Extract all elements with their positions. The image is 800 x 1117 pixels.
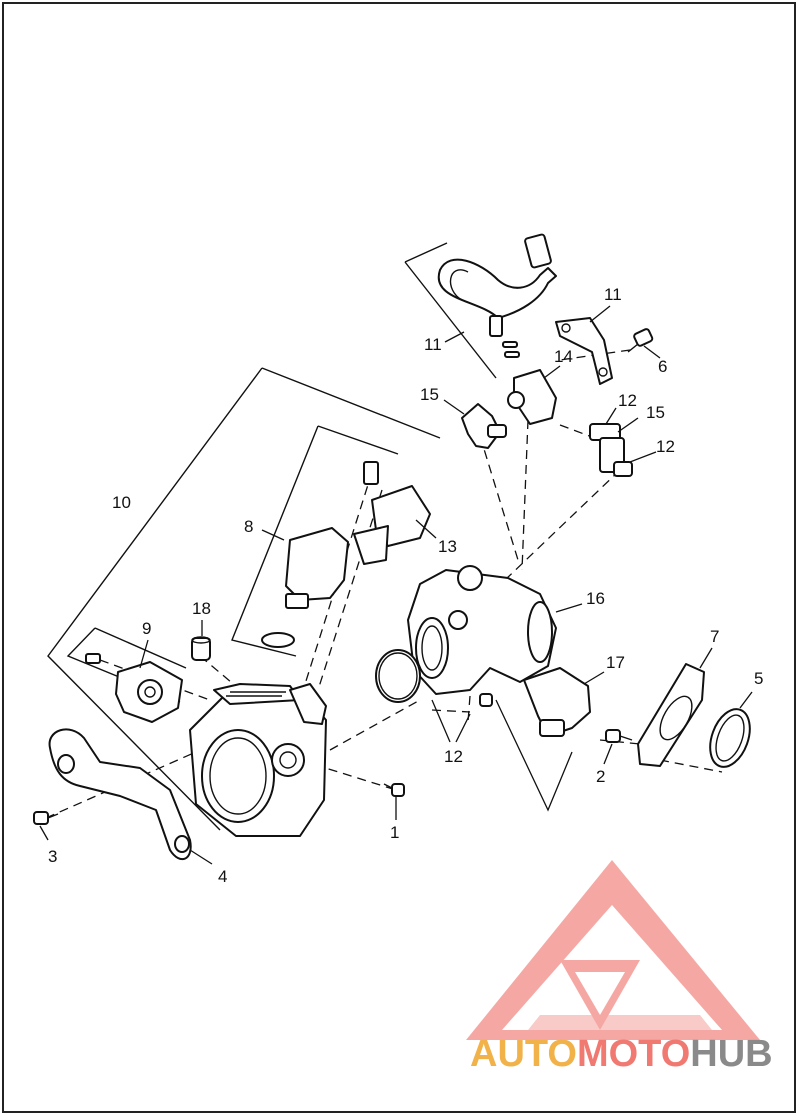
o-ring-left — [375, 649, 421, 703]
callout-10: 10 — [112, 493, 131, 512]
callout-labels: 1 2 3 4 5 6 7 8 9 10 11 11 12 12 12 13 1… — [48, 285, 763, 886]
callout-13: 13 — [438, 537, 457, 556]
callout-6: 6 — [658, 357, 667, 376]
seal-ring-part-5 — [709, 708, 751, 768]
callout-4: 4 — [218, 867, 227, 886]
callout-9: 9 — [142, 619, 151, 638]
sensor-part-13 — [353, 485, 431, 565]
callout-15-left: 15 — [420, 385, 439, 404]
gasket-plate-part-7 — [637, 663, 705, 767]
callout-5: 5 — [754, 669, 763, 688]
throttle-body — [189, 683, 327, 837]
callout-12-right: 12 — [656, 437, 675, 456]
callout-11-right: 11 — [604, 285, 622, 304]
callout-8: 8 — [244, 517, 253, 536]
group-bracket-11 — [404, 242, 497, 379]
leader-chevron — [495, 699, 573, 812]
bracket-part-4 — [48, 728, 192, 861]
iac-valve-part-8 — [261, 461, 379, 648]
intake-manifold-part-16 — [407, 565, 557, 695]
sensor-part-17 — [523, 667, 591, 737]
callout-15-right: 15 — [646, 403, 665, 422]
screw-part-1 — [383, 783, 405, 797]
watermark-auto: AUTOMOTOHUB — [470, 1033, 773, 1075]
callout-1: 1 — [390, 823, 399, 842]
bracket-part-11 — [555, 317, 613, 385]
throttle-position-sensor-part-9 — [85, 653, 183, 723]
assembly-lines — [45, 349, 723, 819]
injector-part-15-right — [589, 423, 633, 477]
group-bracket-8 — [231, 425, 399, 657]
callout-16: 16 — [586, 589, 605, 608]
callout-12-top: 12 — [618, 391, 637, 410]
callout-7: 7 — [710, 627, 719, 646]
screw-part-3 — [33, 811, 59, 825]
screw-part-2 — [605, 729, 633, 743]
callout-11-left: 11 — [424, 335, 442, 354]
callout-18: 18 — [192, 599, 211, 618]
screw-part-6 — [627, 328, 654, 353]
callout-3: 3 — [48, 847, 57, 866]
bushing-part-18 — [191, 636, 211, 661]
callout-12-lower: 12 — [444, 747, 463, 766]
callout-2: 2 — [596, 767, 605, 786]
screw-part-12-lower — [479, 693, 493, 707]
group-bracket-10 — [47, 367, 441, 831]
callout-14: 14 — [554, 347, 573, 366]
regulator-part-14 — [507, 369, 557, 425]
injector-part-15-left — [461, 403, 507, 449]
callout-17: 17 — [606, 653, 625, 672]
callout-leaders — [39, 305, 753, 865]
watermark-logo — [466, 860, 760, 1040]
fuel-hose-part-11 — [437, 233, 557, 358]
